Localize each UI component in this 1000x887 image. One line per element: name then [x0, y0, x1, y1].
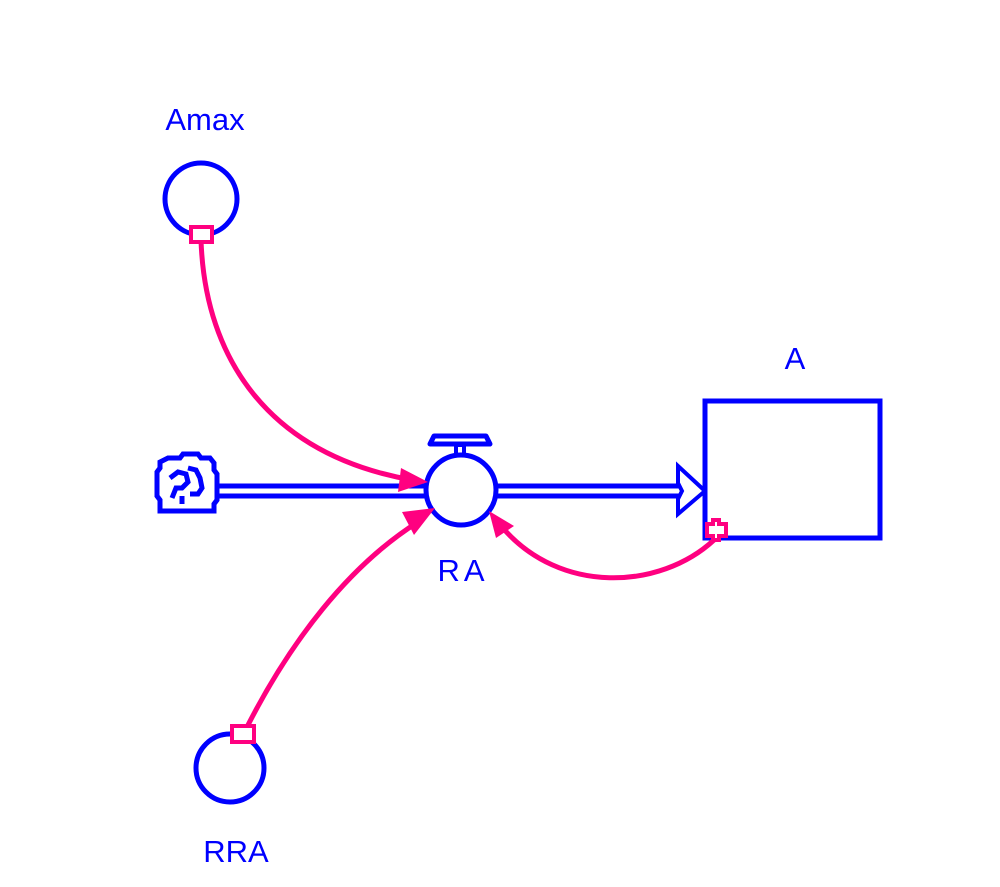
- auxiliary-Amax[interactable]: [162, 160, 240, 238]
- flow-RA-label: RA: [437, 553, 488, 588]
- flow-arrowhead: [676, 461, 709, 519]
- connector-RRA-to-RA[interactable]: [230, 508, 435, 744]
- connector-arrowhead: [398, 468, 428, 492]
- stock-A-label: A: [785, 341, 806, 376]
- auxiliary-RRA-label: RRA: [203, 834, 269, 869]
- connector-arrowhead: [402, 508, 435, 535]
- connector-tail-marker: [230, 724, 256, 744]
- stock-A[interactable]: [702, 398, 883, 541]
- flow-valve-RA[interactable]: [423, 433, 499, 528]
- connector-A-to-RA[interactable]: [489, 511, 728, 581]
- auxiliary-RRA[interactable]: [193, 731, 267, 805]
- connector-arrowhead: [489, 511, 514, 538]
- connector-Amax-to-RA[interactable]: [189, 225, 428, 492]
- flow-pipe-out: [496, 461, 709, 519]
- cloud-source-icon[interactable]: [154, 451, 220, 514]
- connector-tail-marker: [189, 225, 214, 244]
- connector-tail-marker: [705, 518, 728, 542]
- flow-pipe-in: [214, 483, 427, 499]
- auxiliary-Amax-label: Amax: [165, 102, 245, 137]
